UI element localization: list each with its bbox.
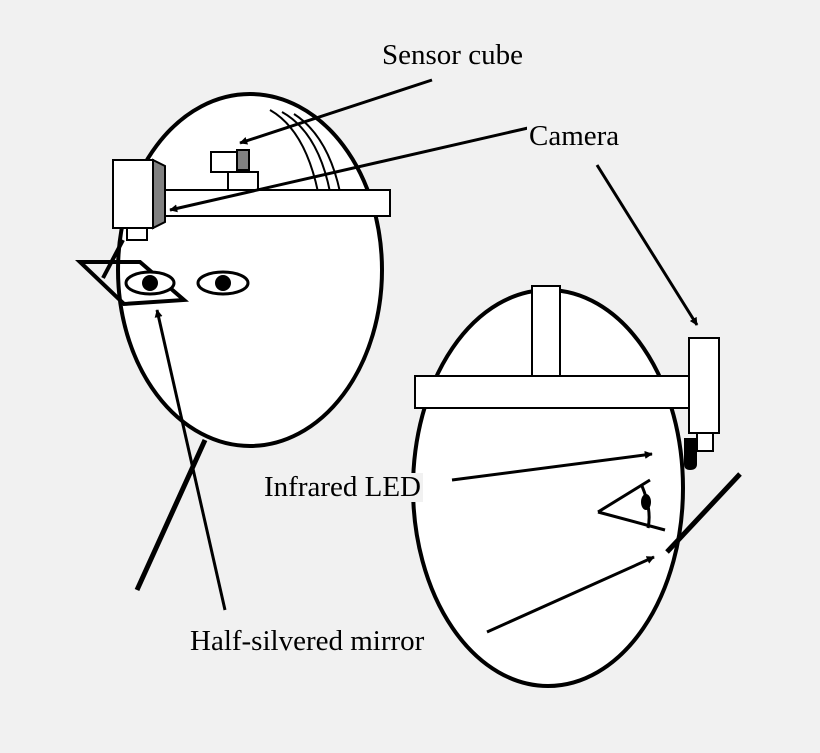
camera-label: Camera <box>527 120 622 152</box>
front-headband-straps <box>269 109 341 193</box>
camera-front-arrow <box>169 126 529 213</box>
side-headband-bar <box>414 375 696 409</box>
mirror-side-arrow <box>486 555 655 634</box>
front-half-silvered-mirror <box>75 260 189 307</box>
sensor-cube-label: Sensor cube <box>380 39 525 71</box>
side-eye <box>597 478 666 532</box>
infrared-led-shape <box>684 438 697 470</box>
callout-arrows <box>154 78 699 634</box>
sensor-cube-shape <box>210 149 250 173</box>
half-silvered-mirror-label: Half-silvered mirror <box>188 625 427 657</box>
side-camera-lens <box>696 432 714 452</box>
side-half-silvered-mirror <box>665 472 742 554</box>
sensor-mount-block <box>227 171 259 191</box>
camera-side-arrow <box>595 164 699 326</box>
infrared-led-arrow <box>451 450 653 482</box>
side-headband-strap <box>531 285 561 377</box>
side-view-head <box>411 285 742 688</box>
infrared-led-label: Infrared LED <box>262 471 423 503</box>
front-right-eye <box>196 270 250 296</box>
front-head-outline <box>116 92 384 448</box>
side-camera-box <box>688 337 720 434</box>
front-camera-box <box>112 158 166 241</box>
front-mirror-support-rod <box>134 438 208 592</box>
front-view-head <box>75 92 391 592</box>
sensor-cube-arrow <box>239 78 433 145</box>
front-left-eye <box>124 270 176 296</box>
mirror-front-arrow <box>154 309 227 611</box>
front-mirror-hanger <box>101 239 125 279</box>
